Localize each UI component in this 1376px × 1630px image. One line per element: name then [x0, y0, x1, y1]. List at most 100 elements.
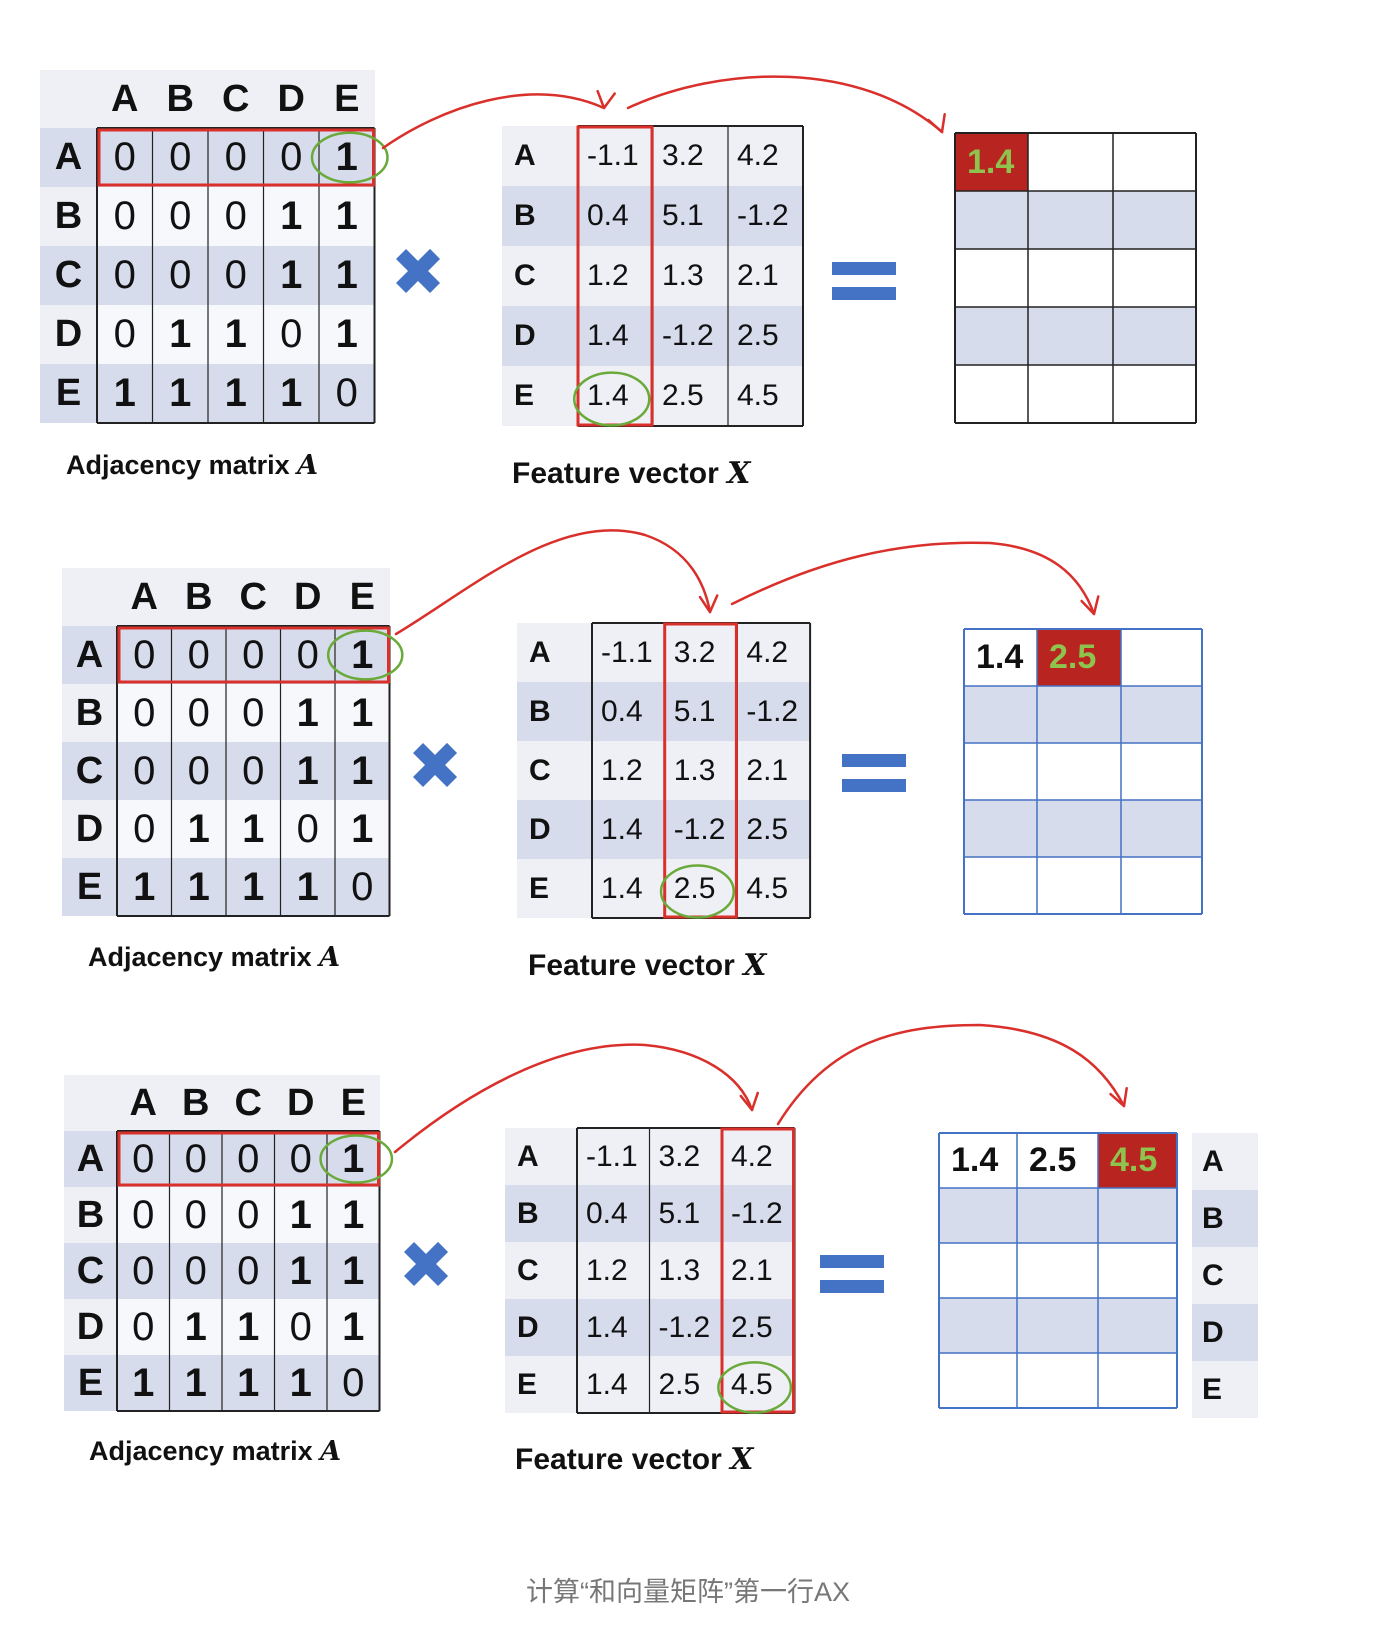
- feature-cell: -1.2: [662, 319, 714, 352]
- result-row-band: [955, 249, 1196, 307]
- adjacency-cell: 1: [237, 1304, 260, 1349]
- adjacency-cell: 0: [113, 194, 136, 238]
- adjacency-cell: 1: [280, 194, 303, 238]
- adjacency-cell: 1: [237, 1360, 260, 1405]
- result-row-band: [964, 857, 1202, 914]
- feature-row-header: D: [517, 1310, 539, 1344]
- adjacency-col-header: D: [287, 1081, 315, 1124]
- feature-cell: 5.1: [662, 199, 704, 232]
- adjacency-cell: 1: [342, 1248, 365, 1293]
- adjacency-row-band: [97, 305, 375, 364]
- arrow-head: [927, 112, 946, 134]
- adjacency-row-header: E: [77, 1361, 104, 1404]
- feature-row-header: E: [514, 379, 535, 412]
- adjacency-label-text: Adjacency matrix: [89, 1436, 321, 1466]
- arrow-head: [1080, 595, 1100, 616]
- adjacency-cell: 1: [342, 1192, 365, 1237]
- feature-cell: -1.1: [601, 635, 653, 669]
- feature-row-header: E: [517, 1367, 538, 1401]
- adjacency-cell: 1: [184, 1304, 207, 1349]
- result-row-label: E: [1192, 1361, 1258, 1418]
- feature-cell: 2.1: [731, 1253, 773, 1287]
- arrow-head: [1109, 1086, 1128, 1108]
- adjacency-cell: 1: [133, 864, 156, 909]
- feature-cell: 2.5: [673, 871, 716, 905]
- result-cell: 4.5: [1098, 1133, 1177, 1188]
- arrow-head: [596, 89, 616, 110]
- equals-bar: [820, 1255, 884, 1268]
- feature-row-header: B: [529, 694, 551, 728]
- adjacency-row-header: E: [76, 865, 103, 908]
- feature-cell: 1.2: [601, 753, 643, 787]
- adjacency-cell: 1: [289, 1360, 312, 1405]
- adjacency-label: Adjacency matrix A: [66, 450, 318, 481]
- adjacency-label-var: A: [297, 450, 319, 481]
- times-operator: ✖: [390, 235, 446, 309]
- feature-row-header: D: [514, 319, 536, 352]
- adjacency-cell: 1: [335, 194, 358, 238]
- adjacency-cell: 0: [184, 1248, 207, 1293]
- adjacency-row-header: C: [54, 254, 83, 296]
- adjacency-cell: 0: [113, 312, 136, 356]
- result-row-label: A: [1192, 1133, 1258, 1190]
- adjacency-cell: 1: [335, 253, 358, 297]
- adjacency-row-band: [117, 1299, 380, 1355]
- result-row-label: B: [1192, 1190, 1258, 1247]
- adjacency-label-var: A: [319, 942, 341, 973]
- adjacency-col-header: E: [334, 77, 360, 120]
- feature-cell: 1.4: [601, 871, 643, 905]
- adjacency-row-band: [97, 187, 375, 246]
- result-cell: 2.5: [1029, 1141, 1077, 1179]
- feature-cell: -1.2: [737, 199, 789, 232]
- adjacency-col-header: B: [185, 575, 213, 618]
- adjacency-col-header: C: [239, 575, 267, 618]
- adjacency-cell: 0: [169, 194, 192, 238]
- adjacency-cell: 0: [113, 253, 136, 297]
- feature-row-header: C: [517, 1253, 539, 1287]
- adjacency-cell: 0: [280, 312, 303, 356]
- adjacency-col-header: C: [234, 1081, 262, 1124]
- adjacency-row-header: B: [54, 195, 83, 237]
- feature-cell: 1.4: [586, 1310, 628, 1344]
- feature-cell: 2.5: [731, 1310, 773, 1344]
- adjacency-cell: 1: [296, 748, 319, 793]
- adjacency-cell: 0: [296, 806, 319, 851]
- adjacency-col-header: A: [111, 77, 139, 120]
- result-row-band: [955, 191, 1196, 249]
- feature-cell: -1.2: [658, 1310, 711, 1344]
- feature-cell: 1.4: [586, 1367, 628, 1401]
- feature-row-header: C: [529, 753, 551, 787]
- feature-row-header: A: [517, 1139, 539, 1173]
- feature-cell: -1.2: [731, 1196, 783, 1230]
- feature-cell: 1.4: [601, 812, 643, 846]
- adjacency-row-header: D: [54, 313, 83, 355]
- adjacency-cell: 0: [242, 690, 265, 735]
- adjacency-label-text: Adjacency matrix: [66, 450, 298, 480]
- equals-bar: [842, 779, 906, 792]
- feature-label-text: Feature vector: [528, 949, 744, 982]
- equals-bar: [842, 754, 906, 767]
- feature-label-var: X: [730, 1442, 754, 1477]
- feature-row-header: A: [529, 635, 551, 669]
- adjacency-cell: 0: [184, 1136, 207, 1181]
- times-operator: ✖: [398, 1228, 454, 1302]
- adjacency-cell: 0: [342, 1360, 365, 1405]
- result-row-label: D: [1192, 1304, 1258, 1361]
- feature-cell: 3.2: [662, 139, 704, 172]
- result-row-band: [955, 365, 1196, 423]
- adjacency-cell: 1: [169, 371, 192, 415]
- adjacency-cell: 0: [169, 135, 192, 179]
- feature-cell: 4.2: [737, 139, 779, 172]
- adjacency-cell: 0: [280, 135, 303, 179]
- feature-cell: 2.5: [662, 379, 704, 412]
- feature-cell: 0.4: [601, 694, 643, 728]
- adjacency-cell: 1: [184, 1360, 207, 1405]
- feature-cell: 5.1: [658, 1196, 701, 1230]
- adjacency-cell: 0: [237, 1248, 260, 1293]
- feature-cell: 0.4: [586, 1196, 628, 1230]
- adjacency-cell: 1: [351, 632, 374, 677]
- adjacency-cell: 0: [242, 632, 265, 677]
- adjacency-col-header: B: [182, 1081, 210, 1124]
- adjacency-cell: 1: [296, 864, 319, 909]
